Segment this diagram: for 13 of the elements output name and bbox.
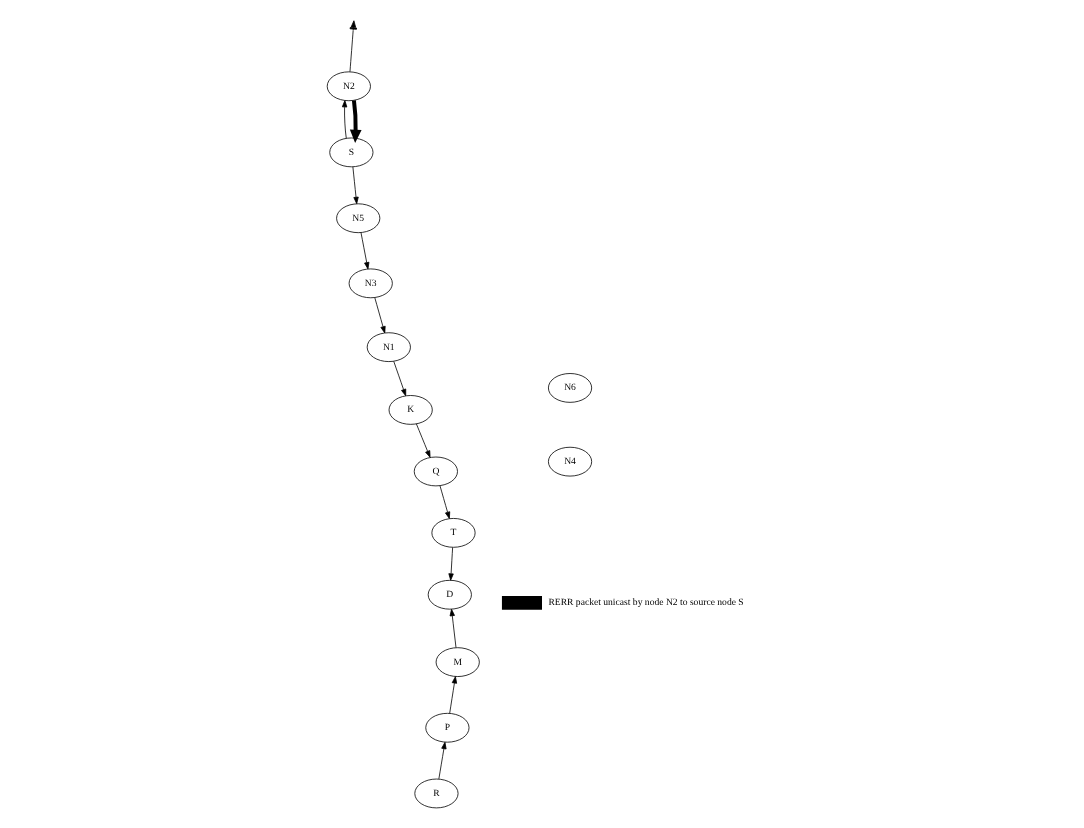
arrow	[393, 361, 407, 397]
arrow	[448, 547, 454, 581]
arrow	[360, 232, 370, 270]
arrow	[449, 608, 457, 648]
arrow	[349, 100, 362, 144]
arrow	[341, 100, 348, 139]
arrow	[438, 741, 447, 780]
arrow	[349, 20, 357, 73]
arrow	[374, 297, 386, 334]
arrow	[352, 166, 359, 205]
arrow	[439, 485, 451, 519]
arrow	[416, 423, 431, 458]
arrow	[449, 676, 458, 714]
